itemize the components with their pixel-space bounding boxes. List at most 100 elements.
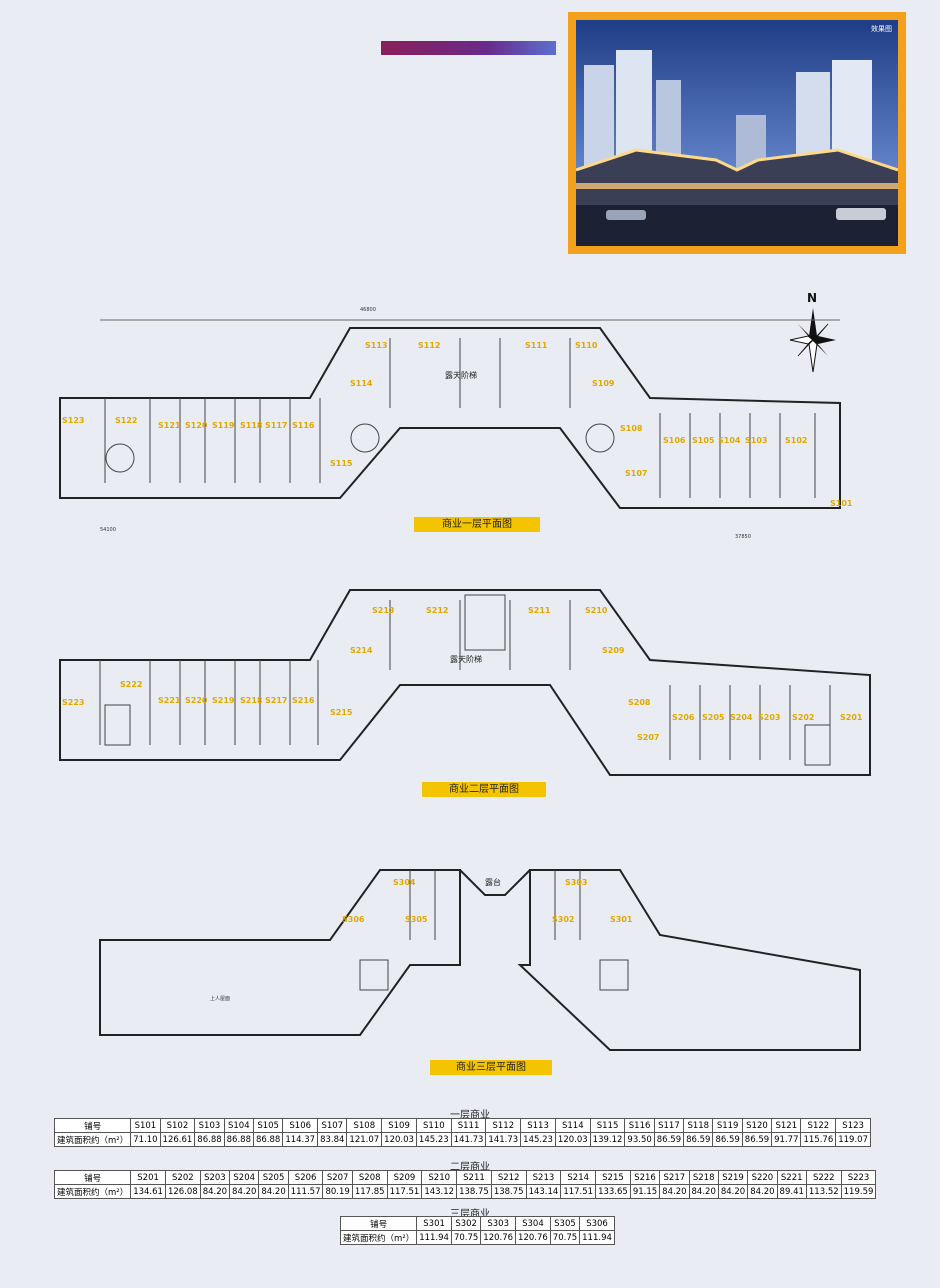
floor3-plan: S306 S305 S304 S303 S302 S301 露台 上人屋面 (99, 869, 861, 1051)
unit-id-cell: S211 (456, 1170, 492, 1185)
area-cell: 117.85 (351, 1184, 388, 1199)
unit-id-cell: S112 (485, 1118, 522, 1133)
unit-label: S221 (158, 696, 181, 705)
unit-id-cell: S306 (579, 1216, 615, 1231)
area-cell: 84.20 (717, 1184, 749, 1199)
unit-id-cell: S120 (741, 1118, 773, 1133)
unit-id-cell: S115 (589, 1118, 626, 1133)
area-cell: 120.03 (381, 1132, 417, 1147)
unit-id-cell: S302 (450, 1216, 482, 1231)
area-cell: 117.51 (560, 1184, 597, 1199)
area-cell: 133.65 (595, 1184, 631, 1199)
unit-label: S215 (330, 708, 353, 717)
area-cell: 138.75 (490, 1184, 527, 1199)
unit-label: S201 (840, 713, 863, 722)
unit-id-cell: S220 (747, 1170, 778, 1185)
unit-label: S217 (265, 696, 287, 705)
unit-id-cell: S122 (800, 1118, 837, 1133)
stair-label: 露天阶梯 (445, 370, 477, 380)
unit-id-cell: S102 (159, 1118, 196, 1133)
unit-label: S106 (663, 436, 686, 445)
area-cell: 117.51 (386, 1184, 423, 1199)
unit-id-cell: S116 (624, 1118, 655, 1133)
area-cell: 121.07 (346, 1132, 383, 1147)
unit-id-cell: S104 (223, 1118, 254, 1133)
unit-id-cell: S103 (194, 1118, 225, 1133)
unit-label: S208 (628, 698, 651, 707)
unit-id-cell: S303 (480, 1216, 517, 1231)
unit-id-cell: S117 (653, 1118, 685, 1133)
area-cell: 145.23 (520, 1132, 556, 1147)
table1-title: 一层商业 (450, 1110, 490, 1121)
unit-label: S206 (672, 713, 695, 722)
area-cell: 86.59 (683, 1132, 714, 1147)
unit-label: S123 (62, 416, 84, 425)
area-cell: 126.08 (164, 1184, 201, 1199)
unit-id-cell: S105 (252, 1118, 284, 1133)
unit-label: S218 (240, 696, 263, 705)
unit-label: S120 (185, 421, 208, 430)
unit-label: S204 (730, 713, 753, 722)
floor3-caption: 商业三层平面图 (430, 1060, 552, 1075)
compass-north-icon: N (788, 290, 838, 380)
unit-label: S219 (212, 696, 235, 705)
unit-id-cell: S205 (258, 1170, 289, 1185)
unit-label: S306 (342, 915, 365, 924)
unit-label: S103 (745, 436, 767, 445)
unit-id-cell: S219 (717, 1170, 749, 1185)
unit-label: S107 (625, 469, 647, 478)
area-cell: 115.76 (800, 1132, 837, 1147)
table2-title: 二层商业 (450, 1162, 490, 1173)
unit-id-cell: S203 (199, 1170, 231, 1185)
unit-label: S202 (792, 713, 814, 722)
unit-id-cell: S209 (386, 1170, 423, 1185)
area-cell: 126.61 (159, 1132, 196, 1147)
dim-total: 46800 (360, 307, 376, 313)
area-cell: 84.20 (659, 1184, 690, 1199)
unit-label: S108 (620, 424, 643, 433)
area-cell: 145.23 (415, 1132, 452, 1147)
unit-id-cell: S212 (490, 1170, 527, 1185)
area-cell: 143.14 (525, 1184, 562, 1199)
unit-label: S220 (185, 696, 208, 705)
unit-id-cell: S204 (229, 1170, 260, 1185)
dim-total: 37850 (735, 534, 751, 540)
unit-id-cell: S110 (415, 1118, 452, 1133)
unit-id-cell: S118 (683, 1118, 714, 1133)
table3-title: 三层商业 (450, 1209, 490, 1220)
unit-label: S121 (158, 421, 181, 430)
building-render-image: 效果图 (576, 20, 898, 246)
unit-id-cell: S222 (805, 1170, 842, 1185)
unit-id-cell: S304 (515, 1216, 551, 1231)
area-cell: 84.20 (199, 1184, 231, 1199)
render-photo-frame: 效果图 (568, 12, 906, 254)
unit-id-cell: S218 (688, 1170, 719, 1185)
area-cell: 134.61 (130, 1184, 166, 1199)
photo-caption: 效果图 (871, 25, 892, 33)
area-cell: 86.88 (252, 1132, 284, 1147)
unit-label: S109 (592, 379, 615, 388)
unit-label: S205 (702, 713, 725, 722)
unit-id-cell: S214 (560, 1170, 597, 1185)
area-cell: 120.76 (480, 1230, 517, 1245)
area-cell: 111.57 (287, 1184, 324, 1199)
unit-label: S303 (565, 878, 587, 887)
unit-label: S214 (350, 646, 373, 655)
area-cell: 86.59 (653, 1132, 685, 1147)
unit-label: S213 (372, 606, 394, 615)
unit-label: S209 (602, 646, 625, 655)
roof-label: 上人屋面 (210, 995, 230, 1002)
unit-label: S301 (610, 915, 633, 924)
area-cell: 119.59 (840, 1184, 877, 1199)
area-cell: 138.75 (456, 1184, 492, 1199)
area-cell: 111.94 (579, 1230, 615, 1245)
dim-total: 54100 (100, 527, 116, 533)
unit-label: S302 (552, 915, 574, 924)
unit-id-cell: S215 (595, 1170, 631, 1185)
area-cell: 113.52 (805, 1184, 842, 1199)
floor1-plan: S123 S122 S121 S120 S119 S118 S117 S116 … (59, 307, 853, 540)
area-cell: 86.59 (741, 1132, 773, 1147)
area-cell: 86.59 (712, 1132, 743, 1147)
